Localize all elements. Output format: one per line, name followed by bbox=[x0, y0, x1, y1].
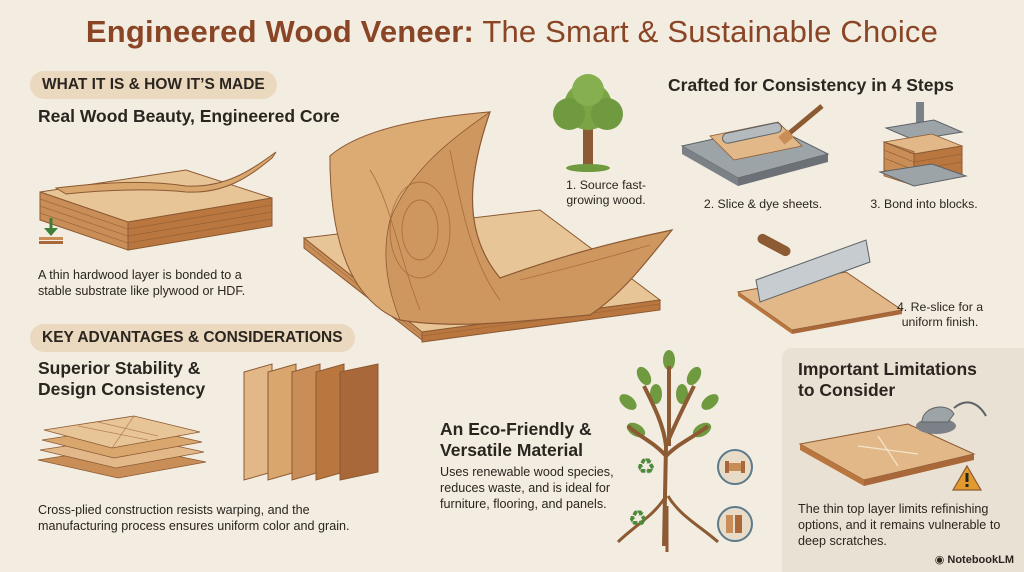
process-heading: Crafted for Consistency in 4 Steps bbox=[668, 75, 954, 95]
section1-heading: Real Wood Beauty, Engineered Core bbox=[38, 106, 340, 126]
tree-icon bbox=[553, 74, 623, 172]
recycle-icon: ♻ bbox=[636, 454, 656, 479]
limits-heading: Important Limitations to Consider bbox=[798, 359, 977, 400]
title-strong: Engineered Wood Veneer: bbox=[85, 14, 475, 49]
knife-icon bbox=[736, 233, 904, 334]
recycle-icon-2: ♻ bbox=[628, 506, 648, 531]
warning-icon bbox=[951, 464, 983, 491]
step-1-label: 1. Source fast-growing wood. bbox=[566, 178, 646, 207]
veneer-slicer-icon bbox=[680, 104, 830, 186]
furniture-icon bbox=[717, 449, 753, 485]
panels-icon bbox=[717, 506, 753, 542]
eco-heading: An Eco-Friendly & Versatile Material bbox=[440, 419, 592, 460]
brand-label: NotebookLM bbox=[947, 553, 1014, 566]
layered-board-illustration bbox=[39, 151, 277, 251]
step-3-label: 3. Bond into blocks. bbox=[870, 197, 978, 211]
step-2-label: 2. Slice & dye sheets. bbox=[703, 197, 823, 211]
central-veneer-illustration bbox=[302, 111, 674, 343]
eco-tree-icon bbox=[616, 350, 719, 552]
eco-body: Uses renewable wood species, reduces was… bbox=[440, 465, 614, 511]
press-icon bbox=[878, 102, 968, 187]
section1-body: A thin hardwood layer is bonded to a sta… bbox=[38, 268, 246, 298]
section-pill-what-it-is: WHAT IT IS & HOW IT’S MADE bbox=[30, 71, 277, 99]
title-light: The Smart & Sustainable Choice bbox=[482, 14, 939, 49]
section2-heading: Superior Stability & Design Consistency bbox=[38, 358, 206, 399]
uniform-panels-illustration bbox=[243, 363, 379, 481]
cross-ply-stack-illustration bbox=[37, 415, 207, 479]
section2-body: Cross-plied construction resists warping… bbox=[38, 503, 350, 533]
step-4-label: 4. Re-slice for a uniform finish. bbox=[896, 300, 984, 329]
brand-watermark: ◉ NotebookLM bbox=[934, 553, 1014, 567]
page-title: Engineered Wood Veneer: The Smart & Sust… bbox=[0, 14, 1024, 50]
notebooklm-logo-icon: ◉ bbox=[934, 554, 945, 566]
limits-body: The thin top layer limits refinishing op… bbox=[798, 502, 1001, 548]
bonding-arrow-icon bbox=[39, 218, 63, 244]
sander-illustration bbox=[798, 401, 987, 486]
section-pill-advantages: KEY ADVANTAGES & CONSIDERATIONS bbox=[30, 324, 355, 352]
